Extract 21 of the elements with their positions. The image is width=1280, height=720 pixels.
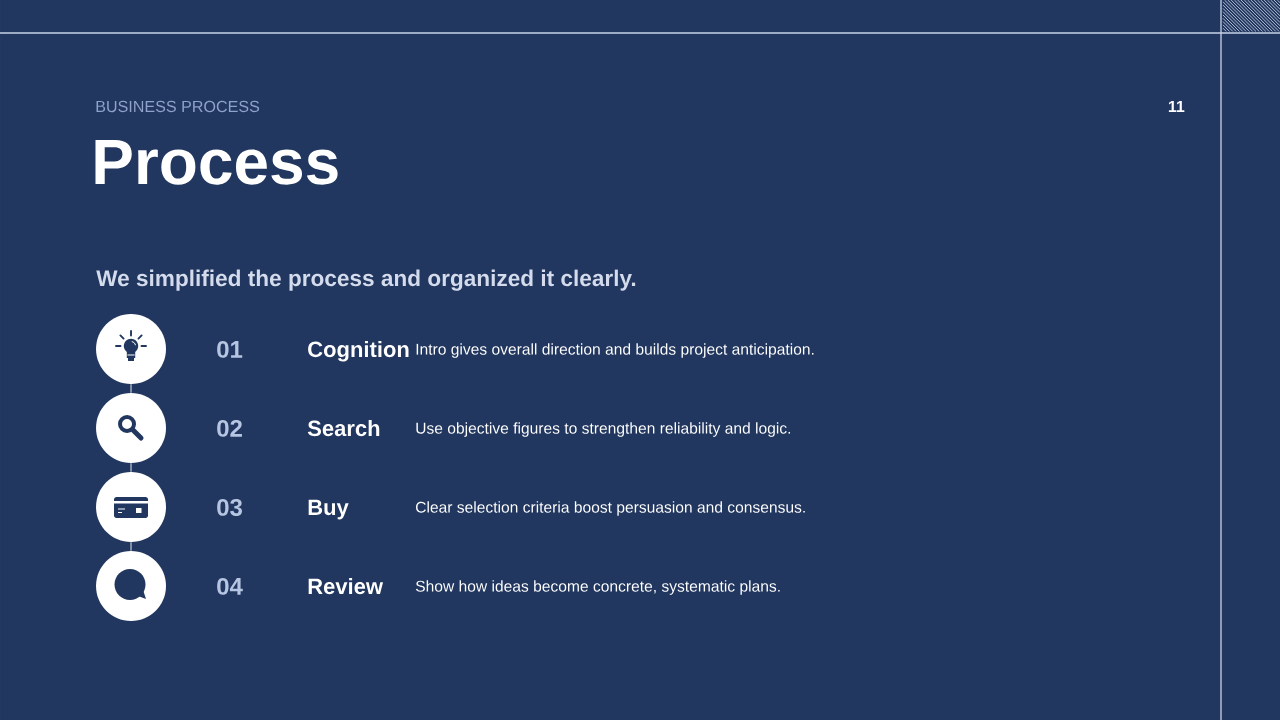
eyebrow-text: BUSINESS PROCESS — [96, 100, 260, 113]
step-title: Search — [307, 419, 380, 437]
step-circle — [96, 314, 166, 384]
step-description: Use objective figures to strengthen reliability and logic. — [416, 422, 791, 437]
slide-title: Process — [95, 139, 338, 185]
step-description: Show how ideas become concrete, systematic plans. — [415, 580, 780, 595]
step-description: Clear selection criteria boost persuasion and consensus. — [416, 501, 805, 516]
step-number: 01 — [217, 340, 243, 358]
step-number: 04 — [217, 577, 243, 595]
step-number: 02 — [217, 419, 242, 437]
step-description: Intro gives overall direction and builds project anticipation. — [416, 343, 814, 358]
subtitle: We simplified the process and organized it clearly. — [96, 269, 636, 291]
step-title: Review — [308, 577, 384, 595]
connector-line — [130, 541, 132, 552]
step-circle — [96, 393, 166, 463]
step-title: Buy — [308, 499, 349, 520]
connector-line — [130, 462, 132, 473]
page-number: 11 — [1168, 101, 1185, 112]
step-title: Cognition — [308, 340, 409, 362]
connector-line — [130, 383, 132, 394]
step-number: 03 — [217, 498, 243, 516]
